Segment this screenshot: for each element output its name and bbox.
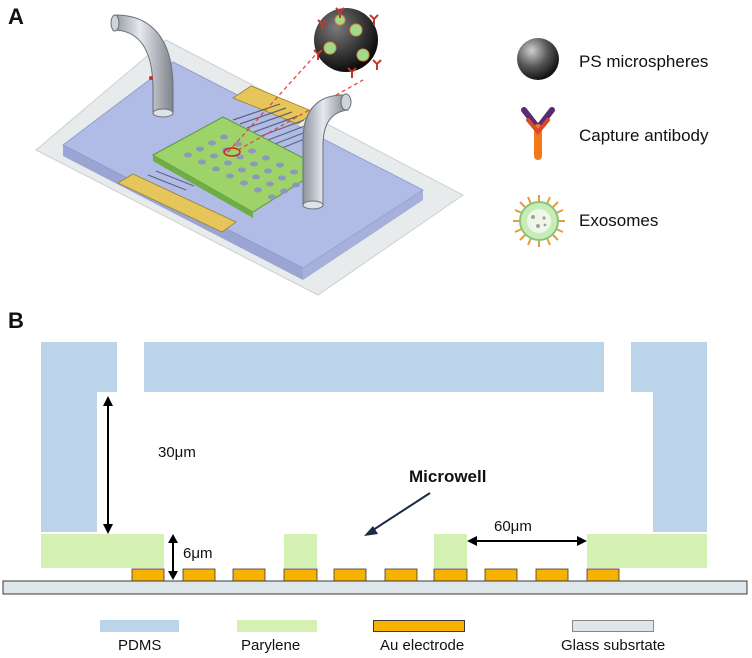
- inlet-tube: [112, 14, 174, 113]
- zoom-line-right: [237, 79, 364, 151]
- antibody-icon: [521, 107, 555, 160]
- au-electrode: [384, 568, 418, 582]
- inlet-tube-opening: [152, 108, 174, 118]
- au-electrode: [131, 568, 165, 582]
- legend-swatch-pdms: [100, 620, 179, 632]
- arrow-30um: [103, 396, 113, 534]
- pdms-left-cap: [97, 342, 117, 392]
- parylene-right: [587, 534, 707, 568]
- arrow-microwell: [364, 492, 431, 536]
- legend-swatch-parylene: [237, 620, 317, 632]
- exosome-icon: [513, 195, 565, 247]
- au-electrode: [283, 568, 318, 582]
- arrow-60um: [467, 536, 587, 546]
- inlet-tube-top: [110, 14, 120, 32]
- legend-label-au-electrode: Au electrode: [380, 637, 465, 654]
- au-electrode: [333, 568, 367, 582]
- zoom-line-left: [227, 51, 319, 153]
- legend-label-capture-antibody: Capture antibody: [579, 126, 709, 145]
- au-electrode: [232, 568, 266, 582]
- outlet-tube-opening: [302, 200, 324, 210]
- label-30um: 30μm: [158, 444, 196, 461]
- label-microwell: Microwell: [409, 467, 486, 486]
- arrow-6um: [168, 534, 178, 580]
- pdms-block-side-right: [303, 190, 423, 280]
- au-electrode: [182, 568, 216, 582]
- legend-label-parylene: Parylene: [241, 637, 301, 654]
- panel-b-letter: B: [8, 308, 24, 333]
- zoomed-sphere: [313, 7, 382, 78]
- pdms-right-post: [653, 342, 707, 532]
- legend-label-ps-microspheres: PS microspheres: [579, 52, 709, 71]
- device-illustration: [35, 7, 464, 296]
- parylene-left: [41, 534, 164, 568]
- pdms-top-bar: [144, 342, 604, 392]
- label-6um: 6μm: [183, 545, 212, 562]
- outlet-tube-top: [340, 93, 352, 111]
- pdms-right-cap: [631, 342, 653, 392]
- au-electrode: [586, 568, 620, 582]
- panel-a-letter: A: [8, 4, 24, 29]
- legend-label-exosomes: Exosomes: [579, 211, 659, 230]
- parylene-pad-edge: [153, 155, 253, 218]
- label-60um: 60μm: [494, 518, 532, 535]
- legend-label-pdms: PDMS: [118, 637, 162, 654]
- highlighted-well: [223, 147, 241, 157]
- gold-pad-bottom: [117, 173, 237, 233]
- legend-swatch-glass-substrate: [572, 620, 654, 632]
- pdms-left-post: [41, 342, 97, 532]
- au-electrodes: [131, 568, 620, 582]
- au-electrode: [433, 568, 468, 582]
- au-electrode: [484, 568, 518, 582]
- glass-substrate-bar: [2, 580, 748, 595]
- cross-section-diagram: 30μm 6μm 60μm Microwell: [2, 342, 748, 595]
- legend-label-glass-substrate: Glass subsrtate: [561, 637, 666, 654]
- parylene-block-2: [434, 534, 467, 568]
- sphere-icon: [517, 38, 559, 80]
- legend-swatch-au-electrode: [373, 620, 465, 632]
- parylene-block-1: [284, 534, 317, 568]
- au-electrode: [535, 568, 569, 582]
